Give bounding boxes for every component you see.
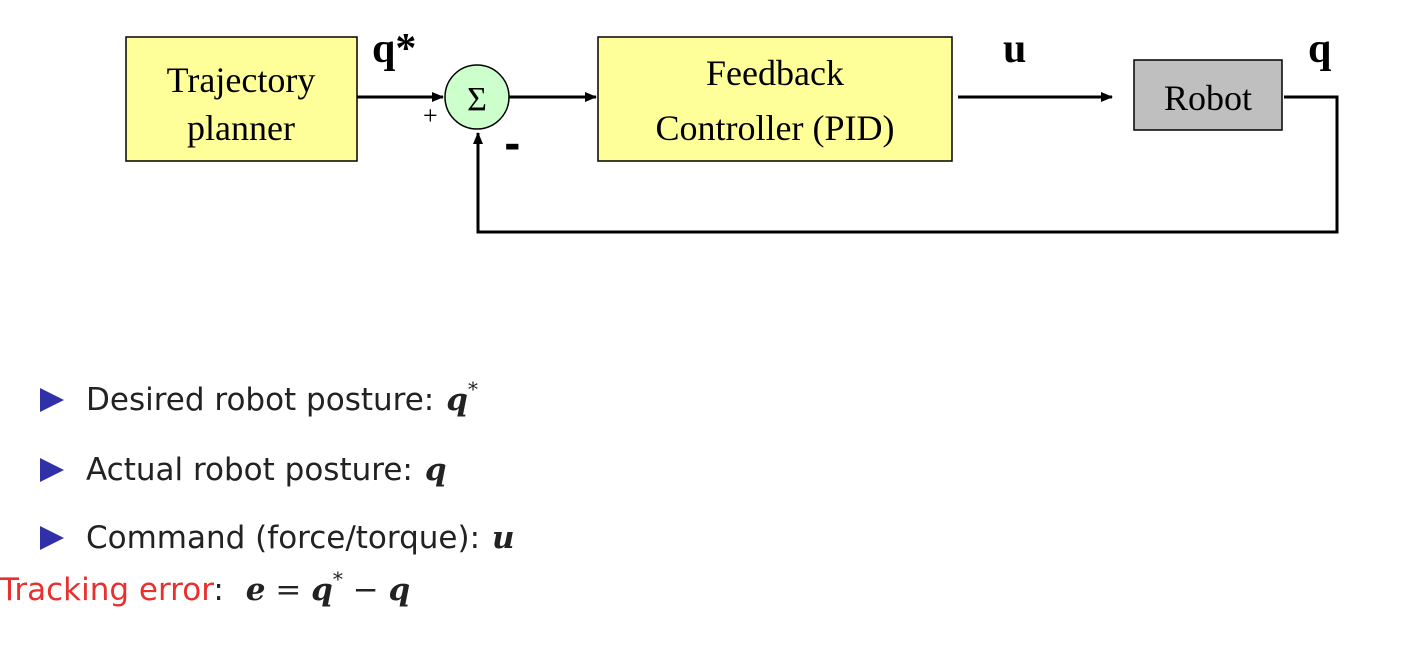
bullet-marker-icon	[40, 526, 64, 550]
bullet-text: Desired robot posture:	[86, 382, 435, 418]
summing-junction: Σ	[444, 64, 510, 130]
bullet-desired-posture: Desired robot posture: q*	[40, 377, 478, 418]
robot-label: Robot	[1164, 78, 1252, 118]
control-block-diagram: Trajectory planner q* Σ + - Feedback Con…	[125, 26, 1339, 234]
sigma-symbol: Σ	[467, 81, 487, 118]
tracking-error-equation: e = q* − q	[245, 567, 411, 608]
bullet-text: Actual robot posture:	[86, 452, 413, 488]
trajectory-planner-block: Trajectory planner	[125, 36, 358, 162]
minus-sign: -	[504, 122, 521, 168]
reference-signal-label: q*	[372, 26, 416, 72]
tracking-error-label: Tracking error	[0, 572, 214, 608]
trajectory-planner-label-line2: planner	[187, 108, 295, 148]
bullet-marker-icon	[40, 388, 64, 412]
output-signal-label: q	[1308, 26, 1331, 72]
bullet-math: u	[492, 520, 515, 556]
controller-label-line2: Controller (PID)	[656, 108, 895, 148]
trajectory-planner-label-line1: Trajectory	[167, 60, 316, 100]
bullet-math: q*	[446, 377, 478, 418]
bullet-text: Command (force/torque):	[86, 520, 481, 556]
tracking-error-line: Tracking error: e = q* − q	[0, 567, 411, 608]
tracking-error-colon: :	[213, 572, 224, 608]
bullet-actual-posture: Actual robot posture: q	[40, 452, 447, 488]
bullet-command: Command (force/torque): u	[40, 520, 515, 556]
robot-block: Robot	[1133, 59, 1283, 131]
controller-label-line1: Feedback	[706, 53, 844, 93]
bullet-marker-icon	[40, 458, 64, 482]
feedback-path	[473, 95, 1339, 234]
feedback-controller-block: Feedback Controller (PID)	[597, 36, 953, 162]
command-signal-label: u	[1003, 26, 1026, 72]
plus-sign: +	[423, 101, 438, 130]
bullet-math: q	[424, 452, 447, 488]
